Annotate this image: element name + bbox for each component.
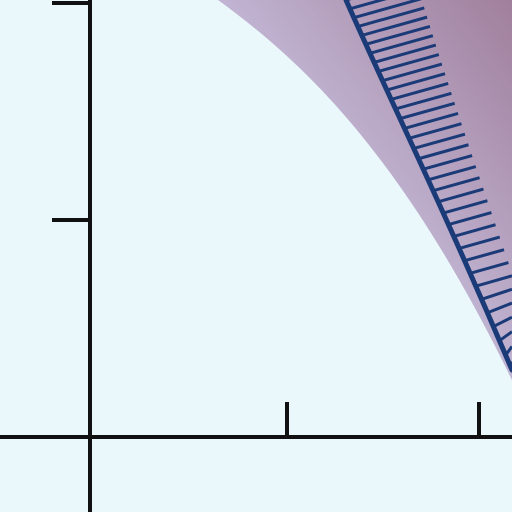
hatch-mark [365,24,431,46]
hatch-mark [369,34,434,55]
hatch-mark [486,301,512,315]
hatch-mark [408,122,462,140]
hatch-mark [427,165,477,182]
hatch-mark [349,0,387,11]
hatch-mark [448,211,492,227]
hatch-mark [464,248,505,263]
hatch-mark [422,154,473,171]
hatch-mark [432,176,481,193]
hatch-mark [492,315,512,328]
hatch-mark [437,187,484,204]
shaded-band [218,0,512,380]
hatch-mark [373,43,437,64]
hatch-mark [353,0,422,20]
hatch-mark [390,82,449,101]
hatch-mark [418,143,469,161]
hatch-mark [469,261,509,275]
hatch-mark [377,53,440,73]
hatch-mark [386,72,446,92]
hatch-mark [399,101,456,121]
hatch-mark [498,330,512,342]
hatch-mark [442,199,488,215]
boundary-curve [343,0,512,373]
hatch-marks [346,0,512,370]
hatch-mark [475,274,512,288]
hatch-mark [382,62,443,83]
hatch-mark [413,132,466,150]
hatch-mark [481,287,512,301]
hatch-mark [357,6,425,28]
hatch-mark [395,91,452,111]
hatch-mark [453,223,496,238]
hatch-mark [458,235,501,250]
hatch-mark [361,15,428,37]
hatch-mark [404,111,459,130]
